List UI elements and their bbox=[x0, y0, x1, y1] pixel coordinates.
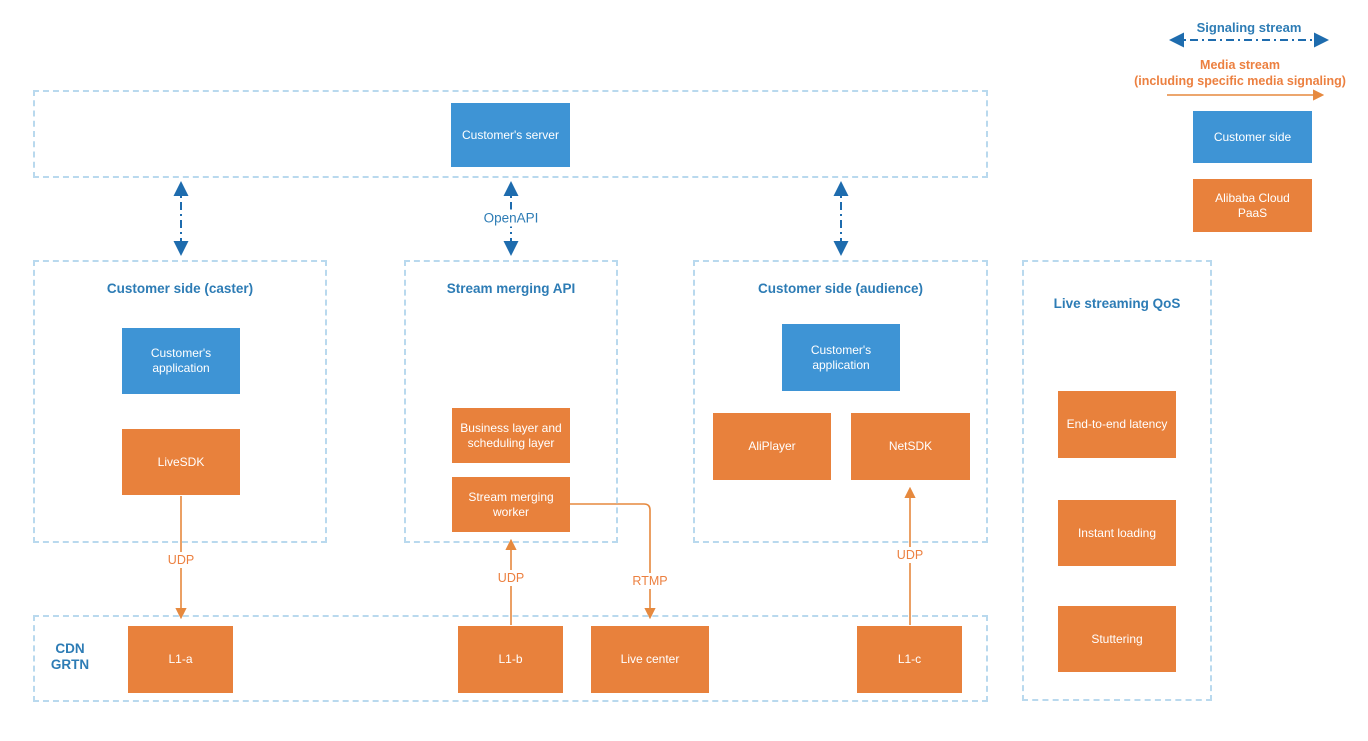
l1-c-node: L1-c bbox=[857, 626, 962, 693]
cdn-title-line1: CDN bbox=[55, 641, 85, 656]
cdn-title-line2: GRTN bbox=[50, 657, 90, 672]
cdn-grtn-title: CDN GRTN bbox=[38, 641, 102, 673]
legend-alibaba-paas-swatch: Alibaba Cloud PaaS bbox=[1193, 179, 1312, 232]
audience-application-node: Customer's application bbox=[782, 324, 900, 391]
l1-a-node: L1-a bbox=[128, 626, 233, 693]
audience-group bbox=[693, 260, 988, 543]
stream-merging-group-title: Stream merging API bbox=[446, 281, 576, 296]
l1-b-node: L1-b bbox=[458, 626, 563, 693]
livesdk-node: LiveSDK bbox=[122, 429, 240, 495]
legend-signaling-label: Signaling stream bbox=[1196, 20, 1302, 35]
stream-merging-worker-node: Stream merging worker bbox=[452, 477, 570, 532]
qos-instant-loading-node: Instant loading bbox=[1058, 500, 1176, 566]
qos-group bbox=[1022, 260, 1212, 701]
udp-label-audience: UDP bbox=[892, 547, 928, 563]
live-center-node: Live center bbox=[591, 626, 709, 693]
customer-server-group bbox=[33, 90, 988, 178]
stream-merging-group bbox=[404, 260, 618, 543]
legend-media-label-line2: (including specific media signaling) bbox=[1134, 74, 1346, 88]
netsdk-node: NetSDK bbox=[851, 413, 970, 480]
qos-group-title: Live streaming QoS bbox=[1053, 296, 1181, 311]
aliplayer-node: AliPlayer bbox=[713, 413, 831, 480]
udp-label-merging: UDP bbox=[493, 570, 529, 586]
qos-stuttering-node: Stuttering bbox=[1058, 606, 1176, 672]
legend-customer-side-swatch: Customer side bbox=[1193, 111, 1312, 163]
qos-end-to-end-latency-node: End-to-end latency bbox=[1058, 391, 1176, 458]
caster-group bbox=[33, 260, 327, 543]
business-scheduling-layer-node: Business layer and scheduling layer bbox=[452, 408, 570, 463]
udp-label-caster: UDP bbox=[163, 552, 199, 568]
caster-application-node: Customer's application bbox=[122, 328, 240, 394]
legend-media-label-line1: Media stream bbox=[1200, 58, 1280, 72]
cdn-grtn-group bbox=[33, 615, 988, 702]
openapi-label: OpenAPI bbox=[479, 209, 543, 227]
caster-group-title: Customer side (caster) bbox=[106, 281, 254, 296]
legend-media-label: Media stream (including specific media s… bbox=[1112, 57, 1368, 89]
audience-group-title: Customer side (audience) bbox=[757, 281, 924, 296]
customer-server-node: Customer's server bbox=[451, 103, 570, 167]
rtmp-label: RTMP bbox=[628, 573, 672, 589]
